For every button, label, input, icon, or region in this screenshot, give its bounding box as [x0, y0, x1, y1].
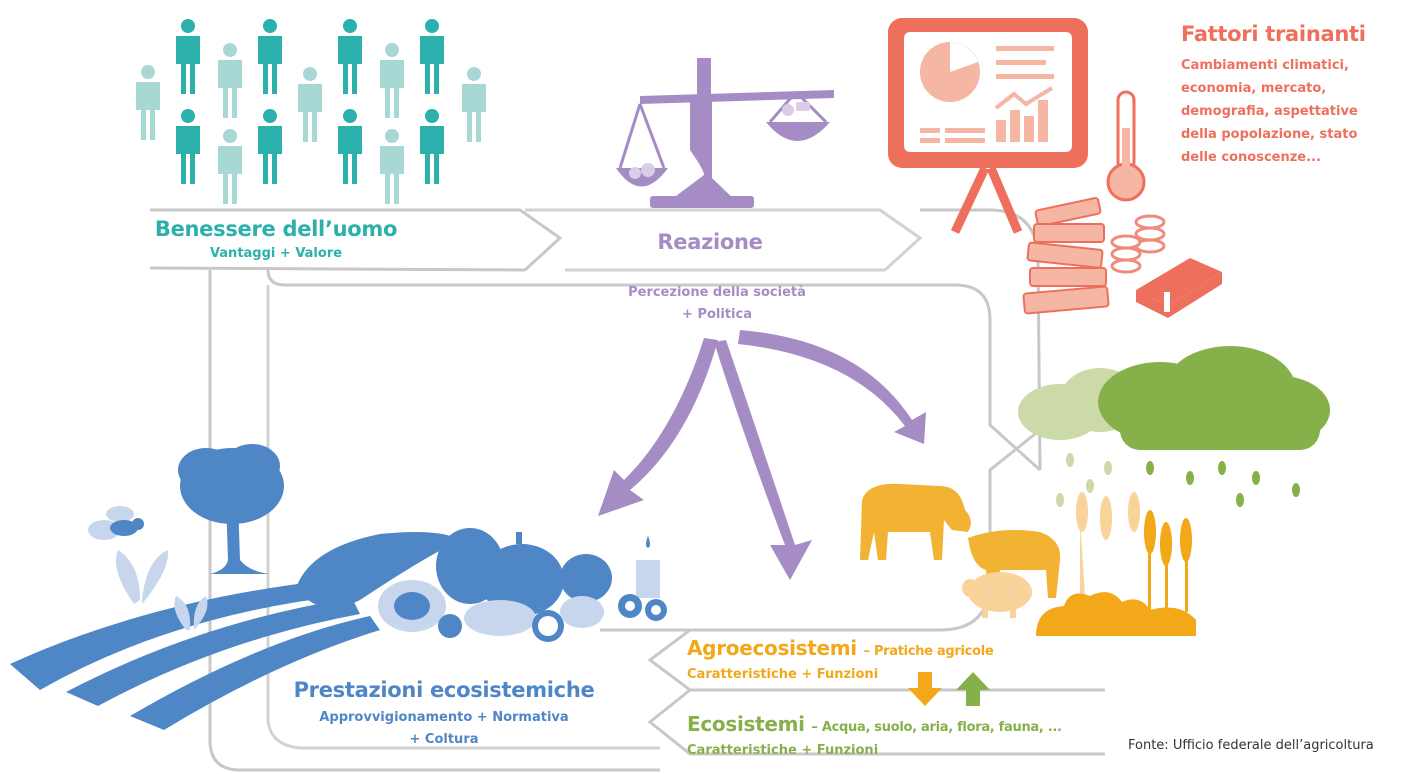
thermometer-icon [1106, 90, 1146, 202]
drivers-line-3: demografia, aspettative [1181, 104, 1358, 119]
ecosystem-services-line1: Approvvigionamento + Normativa [319, 710, 569, 725]
drivers-line-5: delle conoscenze... [1181, 150, 1321, 165]
money-stack-icon [1136, 258, 1222, 318]
agroecosystems-detail: – Pratiche agricole [863, 644, 994, 659]
pig-icon [962, 572, 1032, 618]
down-arrow-icon [908, 672, 942, 706]
human-wellbeing-title: Benessere dell’uomo [154, 217, 398, 241]
response-title: Reazione [657, 230, 763, 254]
agroecosystems-heading: Agroecosistemi – Pratiche agricole [687, 636, 994, 660]
ecosystem-services-line2: + Coltura [409, 732, 479, 747]
people-icon [136, 19, 486, 204]
response-arrows [598, 330, 926, 580]
agroecosystems-subtitle: Caratteristiche + Funzioni [687, 667, 879, 682]
ecosystems-heading: Ecosistemi – Acqua, suolo, aria, flora, … [687, 712, 1062, 736]
ecosystems-subtitle: Caratteristiche + Funzioni [687, 743, 879, 758]
bee-icon [88, 506, 144, 540]
wheat-icon [1036, 492, 1196, 636]
plants-icon [116, 550, 208, 630]
rain-cloud-icon [1018, 346, 1330, 507]
presentation-board-icon [888, 18, 1088, 234]
human-wellbeing-subtitle: Vantaggi + Valore [209, 246, 343, 261]
flow-band [149, 208, 1105, 772]
food-produce-icon [296, 528, 667, 642]
drivers-line-1: Cambiamenti climatici, [1181, 58, 1349, 73]
drivers-line-2: economia, mercato, [1181, 81, 1327, 96]
drivers-line-4: della popolazione, stato [1181, 127, 1358, 142]
books-icon [1022, 197, 1110, 315]
ecosystems-title: Ecosistemi [687, 712, 805, 736]
up-arrow-icon [956, 672, 990, 706]
fields-icon [10, 580, 380, 730]
source-credit: Fonte: Ufficio federale dell’agricoltura [1128, 738, 1374, 753]
tree-icon [178, 444, 284, 574]
scale-icon [616, 58, 834, 208]
coins-icon [1110, 214, 1166, 274]
agroecosystems-title: Agroecosistemi [687, 636, 857, 660]
response-subtitle-line2: + Politica [682, 307, 752, 322]
cattle-icon [860, 483, 1061, 598]
ecosystems-detail: – Acqua, suolo, aria, flora, fauna, ... [811, 720, 1062, 735]
ecosystem-services-title: Prestazioni ecosistemiche [293, 678, 595, 702]
drivers-title: Fattori trainanti [1181, 22, 1366, 46]
response-subtitle-line1: Percezione della società [628, 285, 806, 300]
